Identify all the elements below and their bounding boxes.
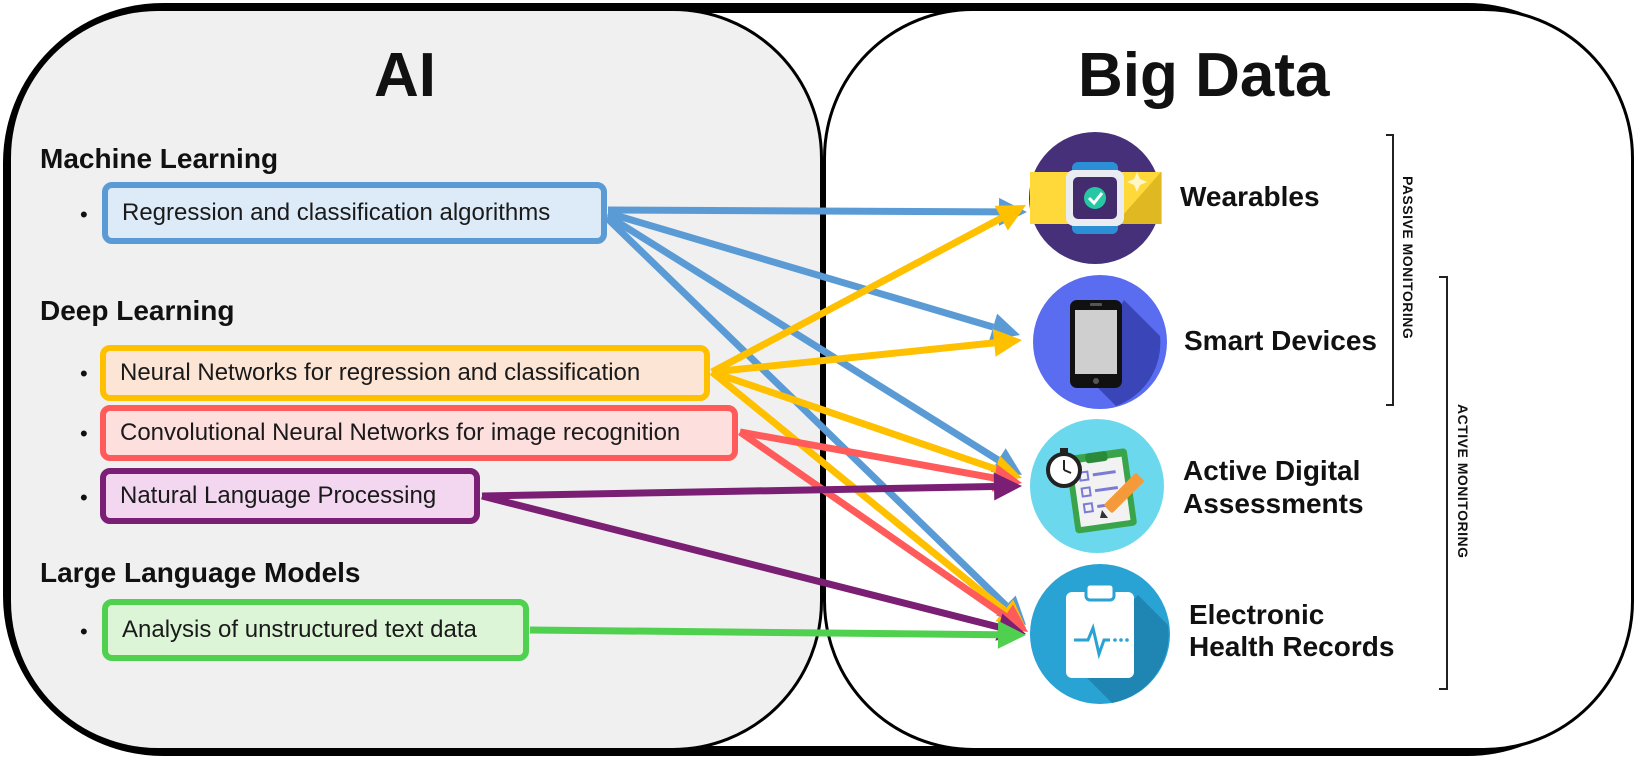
cnn-to-ehr-shaft xyxy=(738,429,1007,619)
big-data-title: Big Data xyxy=(1078,41,1330,110)
nn-to-wearables-head xyxy=(994,205,1026,231)
ehr-label-line1: Electronic xyxy=(1189,599,1325,630)
clipboard-stopwatch-icon xyxy=(1030,419,1164,553)
nlp-box: Natural Language Processing xyxy=(100,468,480,524)
deep-learning-heading: Deep Learning xyxy=(40,295,235,326)
nlp-to-active-digital-shaft xyxy=(481,483,995,500)
bullet: • xyxy=(80,361,88,386)
passive-monitoring-label: PASSIVE MONITORING xyxy=(1400,176,1416,340)
nn-to-smart-devices-head xyxy=(992,328,1022,357)
llm-text-box: Analysis of unstructured text data xyxy=(102,599,529,661)
nn-to-smart-devices-arrow xyxy=(711,328,1022,376)
ml-regression-box: Regression and classification algorithms xyxy=(102,182,607,244)
ehr-label-line2: Health Records xyxy=(1189,631,1395,662)
ml-to-smart-devices-shaft xyxy=(607,209,995,331)
active-digital-label-line2: Assessments xyxy=(1183,488,1364,519)
big-data-panel xyxy=(823,8,1634,751)
bullet: • xyxy=(80,485,88,510)
bullet: • xyxy=(80,619,88,644)
ml-to-ehr-shaft xyxy=(605,216,1009,609)
ai-title: AI xyxy=(374,41,436,110)
clipboard-ekg-icon xyxy=(1030,564,1170,704)
nlp-to-active-digital-arrow xyxy=(481,472,1022,501)
llm-heading: Large Language Models xyxy=(40,557,361,588)
llm-to-ehr-head xyxy=(997,620,1026,649)
nn-regression-box: Neural Networks for regression and class… xyxy=(100,345,710,401)
smart-devices-label: Smart Devices xyxy=(1184,325,1378,356)
bullet: • xyxy=(80,202,88,227)
ml-to-active-digital-shaft xyxy=(606,213,1001,464)
smartwatch-icon xyxy=(1029,132,1162,264)
nn-to-wearables-arrow xyxy=(710,205,1026,376)
nn-to-active-digital-shaft xyxy=(710,368,997,473)
passive-bracket xyxy=(1386,134,1394,406)
smartphone-icon xyxy=(1033,275,1167,409)
cnn-image-box: Convolutional Neural Networks for image … xyxy=(100,405,738,461)
llm-to-ehr-shaft xyxy=(529,626,999,639)
nn-to-smart-devices-shaft xyxy=(711,339,995,376)
machine-learning-heading: Machine Learning xyxy=(40,143,279,174)
wearables-label: Wearables xyxy=(1180,181,1320,212)
nlp-to-active-digital-head xyxy=(993,472,1022,501)
llm-to-ehr-arrow xyxy=(529,620,1026,649)
active-monitoring-label: ACTIVE MONITORING xyxy=(1455,404,1471,559)
active-digital-label-line1: Active Digital xyxy=(1183,455,1361,486)
nn-to-wearables-shaft xyxy=(710,215,1003,376)
bullet: • xyxy=(80,421,88,446)
active-bracket xyxy=(1439,276,1448,690)
cnn-to-active-digital-shaft xyxy=(739,428,996,482)
ml-to-wearables-shaft xyxy=(607,206,1000,216)
nlp-to-ehr-shaft xyxy=(481,492,1000,631)
